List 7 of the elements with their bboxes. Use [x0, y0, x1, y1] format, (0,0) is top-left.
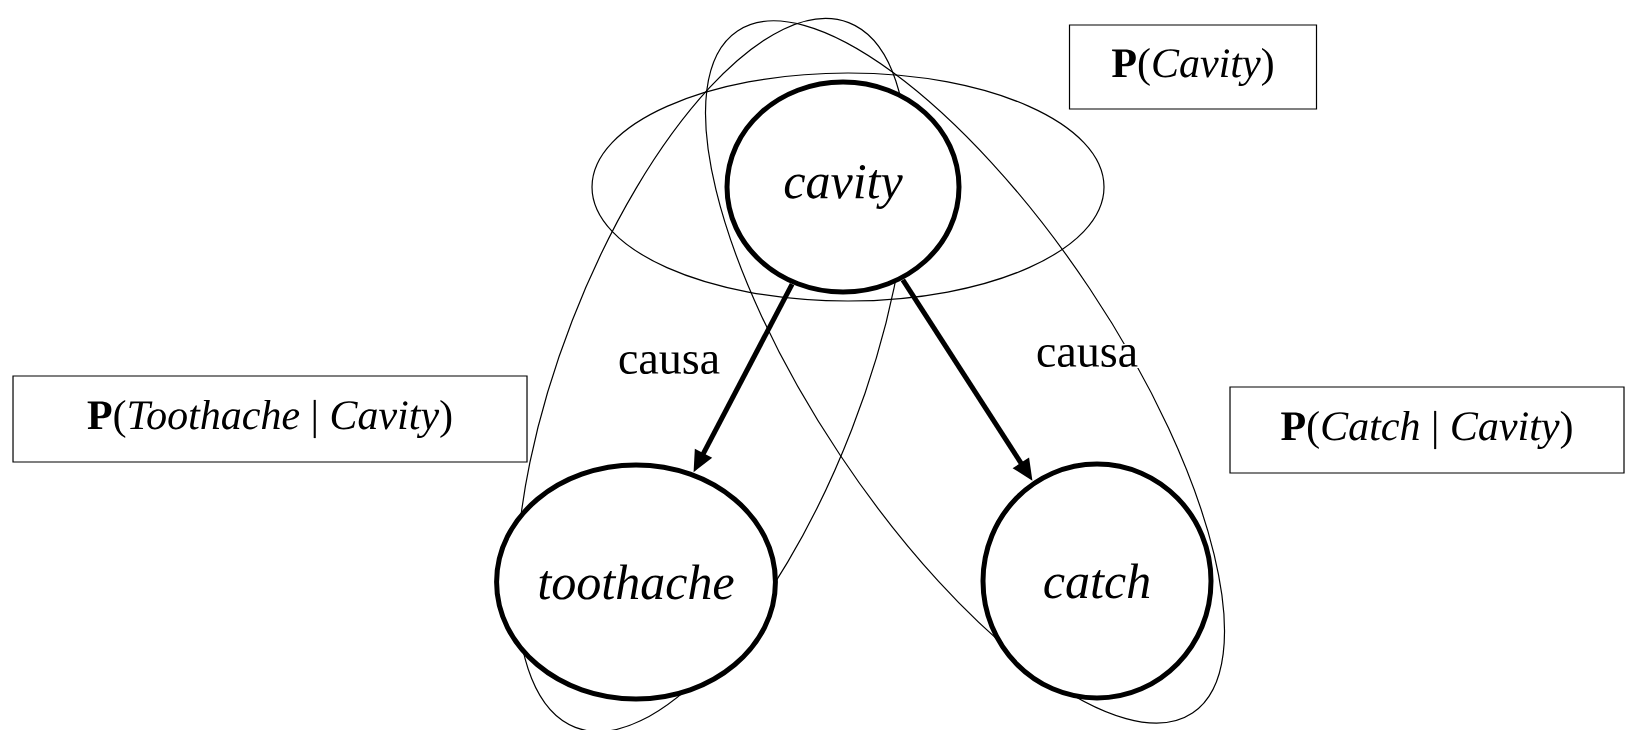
node-label: catch [1044, 563, 1150, 599]
probability-box: P(Catch | Cavity) [1229, 386, 1625, 474]
node-label: toothache [539, 564, 734, 600]
edge-label: causa [616, 350, 722, 376]
probability-box: P(Cavity) [1068, 24, 1318, 110]
probability-box: P(Toothache | Cavity) [12, 375, 528, 463]
edge-label: causa [1034, 343, 1140, 369]
